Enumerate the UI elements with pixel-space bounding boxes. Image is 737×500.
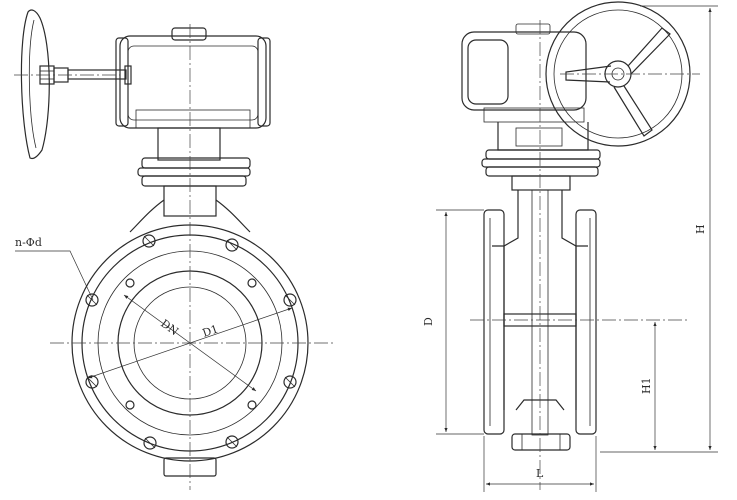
- bolt-hole: [247, 278, 257, 288]
- side-view: D H H1 L: [422, 1, 718, 492]
- d-label: D: [422, 317, 435, 326]
- bolt-hole: [247, 400, 257, 410]
- bolt-hole: [125, 400, 135, 410]
- holes-leader: [15, 250, 94, 301]
- h1-label: H1: [640, 377, 653, 394]
- bolt-hole: [143, 436, 157, 450]
- bolt-hole: [225, 238, 239, 252]
- bolt-hole: [85, 375, 99, 389]
- front-gearbox: [115, 27, 271, 129]
- l-label: L: [536, 467, 544, 480]
- bolt-hole: [85, 293, 99, 307]
- holes-label: n-Φd: [15, 236, 42, 249]
- side-yoke: [481, 122, 601, 436]
- bolt-holes: [85, 234, 297, 450]
- front-centerlines: [14, 24, 336, 490]
- front-handwheel: [20, 9, 132, 160]
- bolt-hole: [283, 293, 297, 307]
- d1-label: D1: [201, 322, 220, 339]
- bolt-hole: [125, 278, 135, 288]
- bolt-hole: [225, 435, 239, 449]
- side-handwheel: [545, 1, 691, 147]
- side-flanges: [483, 209, 597, 451]
- d1-dimension-line: [87, 307, 293, 379]
- bolt-hole: [283, 375, 297, 389]
- side-gearbox: [461, 23, 587, 123]
- h-label: H: [694, 224, 707, 234]
- dn-label: DN: [158, 317, 181, 339]
- side-centerlines: [470, 20, 700, 490]
- front-view: DN D1 n-Φd: [14, 9, 336, 490]
- bolt-hole: [142, 234, 156, 248]
- front-neck: [129, 127, 251, 233]
